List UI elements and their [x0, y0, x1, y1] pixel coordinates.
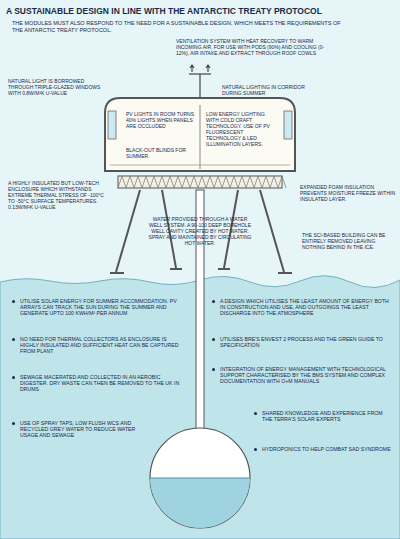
annotation: VENTILATION SYSTEM WITH HEAT RECOVERY TO…: [176, 38, 326, 56]
bullet-dot: [212, 300, 215, 303]
capsule-outline: [104, 97, 296, 177]
module-note: LOW ENERGY LIGHTING WITH COLD CRAFT TECH…: [206, 111, 278, 147]
bullet-dot: [212, 368, 215, 371]
bullet-dot: [212, 338, 215, 341]
annotation: NATURAL LIGHTING IN CORRIDOR DURING SUMM…: [222, 84, 312, 96]
bullet-note: NO NEED FOR THERMAL COLLECTORS AS ENCLOS…: [20, 336, 185, 355]
annotation: WATER PROVIDED THROUGH A WATER WELL SYST…: [148, 216, 252, 246]
bullet-dot: [12, 300, 15, 303]
bullet-dot: [254, 412, 257, 415]
module-capsule: PV LIGHTS IN ROOM TURNS 40% LIGHTS WHEN …: [104, 97, 296, 177]
bullet-dot: [254, 448, 257, 451]
module-note: PV LIGHTS IN ROOM TURNS 40% LIGHTS WHEN …: [126, 111, 194, 129]
floor-truss: [118, 176, 286, 188]
module-note: BLACK-OUT BLINDS FOR SUMMER.: [126, 147, 194, 159]
bullet-note: A DESIGN WHICH UTILISES THE LEAST AMOUNT…: [220, 298, 390, 317]
annotation: EXPANDED FOAM INSULATION PREVENTS MOISTU…: [300, 184, 395, 202]
bullet-note: USE OF SPRAY TAPS, LOW FLUSH WCS AND REC…: [20, 420, 145, 439]
annotation: A HIGHLY INSULATED BUT LOW-TECH ENCLOSUR…: [8, 180, 110, 210]
bullet-note: INTEGRATION OF ENERGY MANAGEMENT WITH TE…: [220, 366, 390, 385]
bullet-dot: [12, 376, 15, 379]
annotation: THE MODULES MUST ALSO RESPOND TO THE NEE…: [12, 20, 342, 33]
bullet-note: HYDROPONICS TO HELP COMBAT SAD SYNDROME: [262, 446, 392, 452]
bullet-note: UTILISES BRE'S ENVEST 2 PROCESS AND THE …: [220, 336, 390, 348]
title: A SUSTAINABLE DESIGN IN LINE WITH THE AN…: [6, 6, 396, 16]
bullet-note: UTILISE SOLAR ENERGY FOR SUMMER ACCOMMOD…: [20, 298, 185, 317]
bullet-dot: [12, 338, 15, 341]
bullet-note: SEWAGE MACERATED AND COLLECTED IN AN AER…: [20, 374, 180, 393]
annotation: THE SCI-BASED BUILDING CAN BE ENTIRELY R…: [302, 232, 394, 250]
vent-mast: [189, 65, 211, 98]
bullet-note: SHARED KNOWLEDGE AND EXPERIENCE FROM THE…: [262, 410, 392, 422]
bullet-dot: [12, 422, 15, 425]
annotation: NATURAL LIGHT IS BORROWED THROUGH TRIPLE…: [8, 78, 103, 96]
